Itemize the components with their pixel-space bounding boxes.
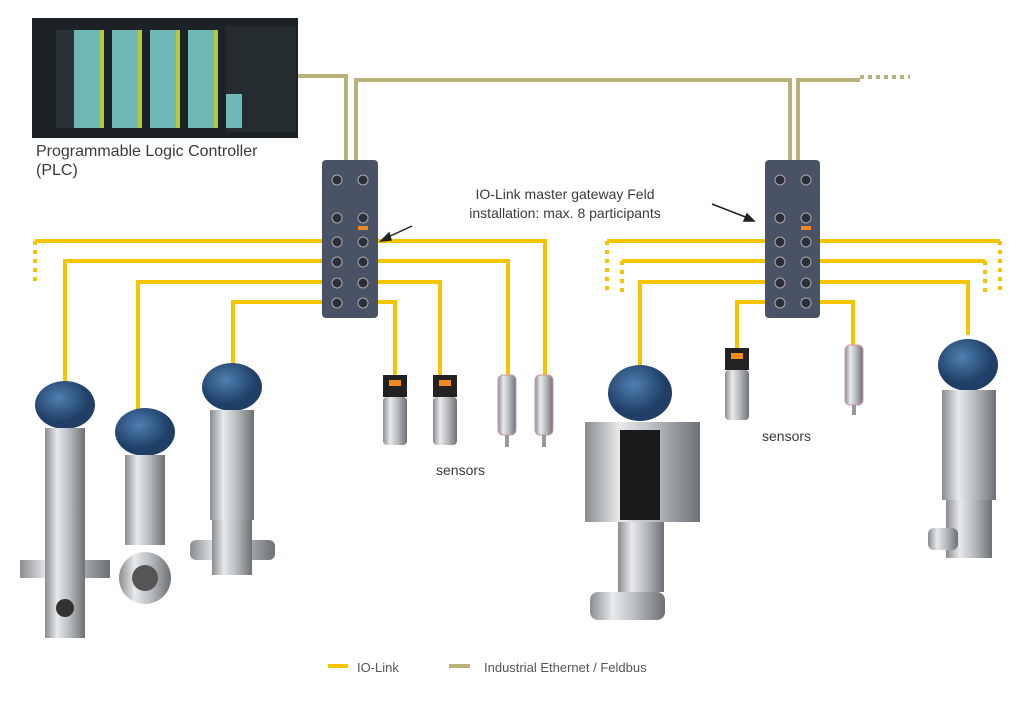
valve-2 <box>115 408 175 604</box>
pressure-sensor <box>383 375 407 445</box>
sensors-group-1 <box>383 374 554 447</box>
valve-4 <box>585 365 700 620</box>
plc-label-line1: Programmable Logic Controller <box>36 143 258 160</box>
sensors-group-2 <box>725 344 864 420</box>
plc-image <box>32 18 298 138</box>
temperature-sensor <box>844 344 864 415</box>
sensors-label-2: sensors <box>762 428 812 444</box>
plc-label-line2: (PLC) <box>36 162 78 179</box>
temperature-sensor <box>534 374 554 447</box>
gateway-annotation-line1: IO-Link master gateway Feld <box>475 186 655 202</box>
annotation-arrows <box>378 203 756 242</box>
temperature-sensor <box>497 374 517 447</box>
io-link-master-gateway-2 <box>765 160 820 318</box>
io-link-lines <box>33 239 1002 410</box>
legend-io-link-label: IO-Link <box>357 660 399 675</box>
valve-5 <box>928 339 998 558</box>
io-link-master-gateway-1 <box>322 160 378 318</box>
gateway-annotation: IO-Link master gateway Feld installation… <box>440 185 690 223</box>
legend-ethernet-label: Industrial Ethernet / Feldbus <box>484 660 647 675</box>
plc-label: Programmable Logic Controller (PLC) <box>36 142 257 180</box>
valve-1 <box>20 381 110 638</box>
gateway-annotation-line2: installation: max. 8 participants <box>469 205 661 221</box>
pressure-sensor <box>433 375 457 445</box>
pressure-sensor <box>725 348 749 420</box>
sensors-label-1: sensors <box>436 462 486 478</box>
valve-3 <box>190 363 275 575</box>
ethernet-lines <box>298 74 910 160</box>
